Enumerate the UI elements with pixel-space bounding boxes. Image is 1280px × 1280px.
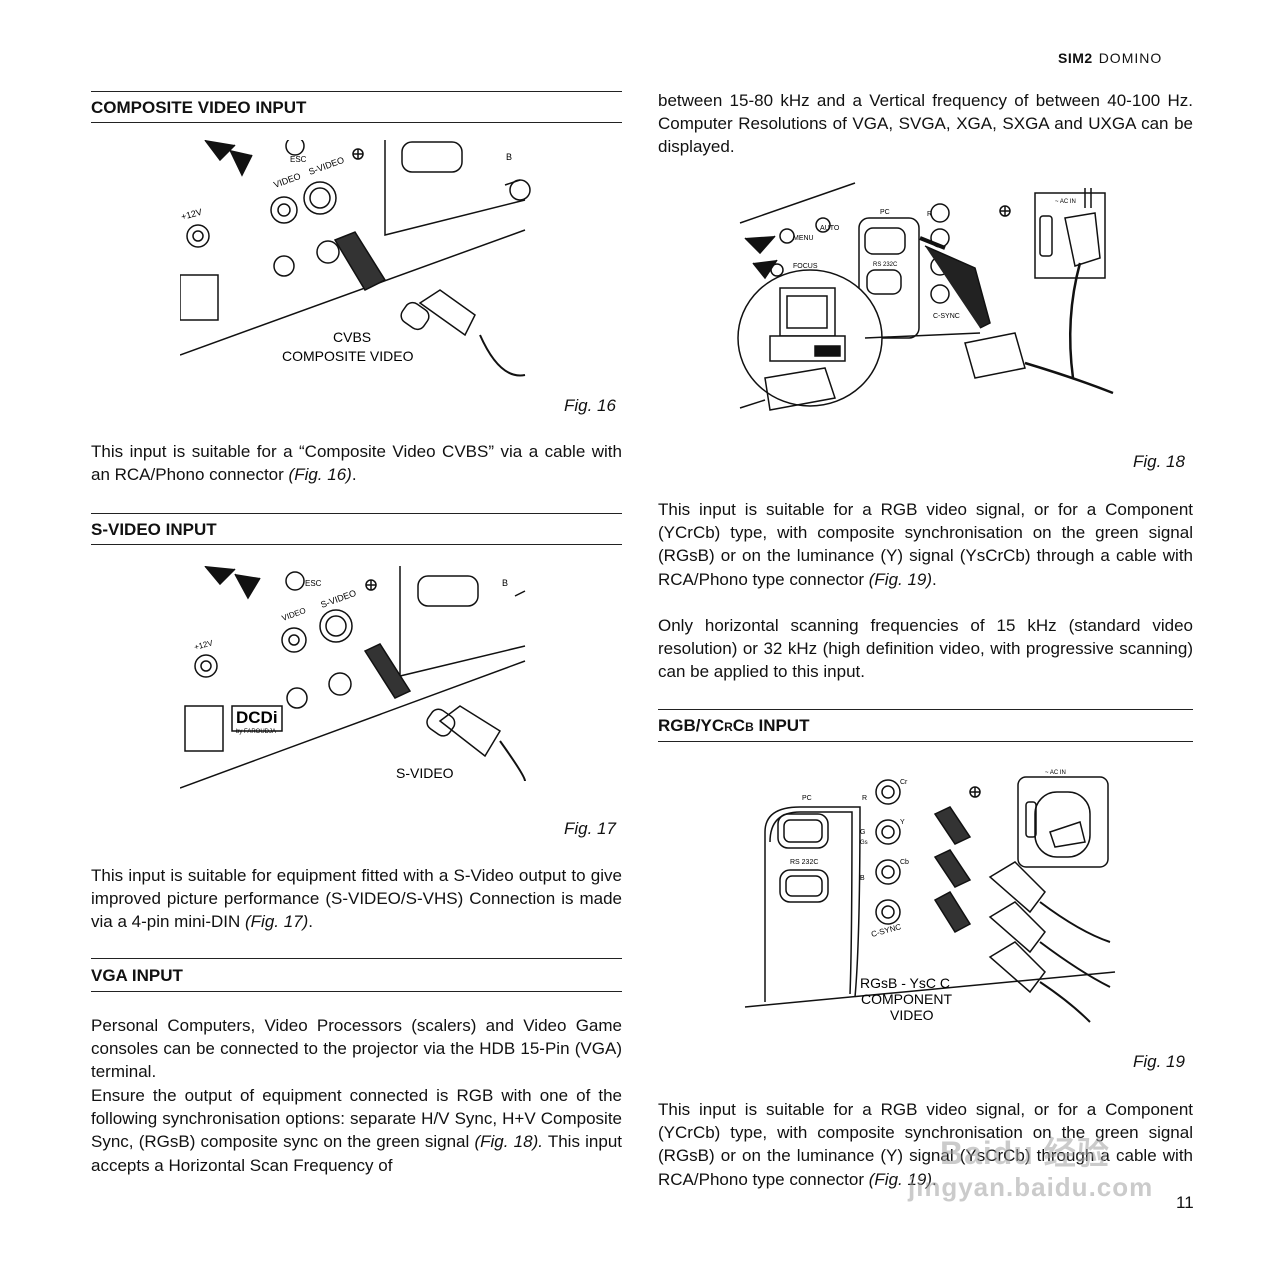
label-cr: Cr bbox=[900, 779, 908, 786]
label-auto: AUTO bbox=[820, 225, 840, 232]
section-rule-top bbox=[91, 513, 622, 514]
label-b: B bbox=[506, 152, 512, 162]
label-y: Y bbox=[900, 819, 905, 826]
product-name: DOMINO bbox=[1098, 50, 1163, 66]
figure-19-caption-line2: COMPONENT bbox=[861, 991, 952, 1007]
section-rule-top bbox=[91, 958, 622, 959]
watermark-url: jingyan.baidu.com bbox=[908, 1172, 1154, 1202]
figure-17-caption: S-VIDEO bbox=[396, 765, 454, 781]
svideo-heading: S-VIDEO INPUT bbox=[91, 520, 217, 539]
vga-description-continued: between 15-80 kHz and a Vertical frequen… bbox=[658, 91, 1193, 157]
section-rule-bottom bbox=[658, 741, 1193, 742]
label-esc: ESC bbox=[290, 155, 307, 164]
brand-logo: SIM2 DOMINO bbox=[1058, 50, 1162, 67]
figure-16-caption-line2: COMPOSITE VIDEO bbox=[282, 348, 414, 364]
figure-16-label: Fig. 16 bbox=[564, 396, 616, 415]
label-rs232c: RS 232C bbox=[790, 859, 818, 866]
section-rule-bottom bbox=[91, 544, 622, 545]
figure-16-composite: VIDEO S-VIDEO +12V ESC B CVBS COMPOSITE … bbox=[180, 140, 540, 380]
figure-19-caption-line1: RGsB - YsC C bbox=[860, 975, 950, 991]
label-b: B bbox=[860, 875, 865, 882]
label-12v: +12V bbox=[193, 638, 214, 652]
label-pc: PC bbox=[802, 795, 812, 802]
label-acin: ~ AC IN bbox=[1055, 199, 1076, 205]
label-b: B bbox=[502, 578, 508, 588]
label-12v: +12V bbox=[180, 207, 203, 222]
label-pc: PC bbox=[880, 209, 890, 216]
label-esc: ESC bbox=[305, 579, 322, 588]
figure-19-component: PC RS 232C R G Gs B Cr Y Cb C-SYNC ~ AC … bbox=[740, 762, 1120, 1027]
page-number: 11 bbox=[1176, 1193, 1194, 1212]
section-rule-bottom bbox=[91, 991, 622, 992]
label-cb: Cb bbox=[900, 859, 909, 866]
rgb-heading: RGB/YCRCB INPUT bbox=[658, 716, 810, 735]
composite-heading: COMPOSITE VIDEO INPUT bbox=[91, 98, 307, 117]
figure-17-svideo: DCDi by FAROUDJA VIDEO S-VIDEO +12V ESC … bbox=[180, 566, 540, 796]
section-rule-bottom bbox=[91, 122, 622, 123]
label-video: VIDEO bbox=[272, 171, 302, 190]
label-acin: ~ AC IN bbox=[1045, 770, 1066, 776]
section-rule-top bbox=[658, 709, 1193, 710]
rgb-description-3: This input is suitable for a RGB video s… bbox=[658, 1100, 1193, 1189]
label-r: R bbox=[927, 211, 932, 218]
figure-17-label: Fig. 17 bbox=[564, 819, 616, 838]
figure-16-caption-line1: CVBS bbox=[333, 329, 371, 345]
label-rs232c: RS 232C bbox=[873, 262, 898, 268]
vga-description-2: Ensure the output of equipment connected… bbox=[91, 1086, 622, 1175]
watermark-logo: Baidu 经验 bbox=[940, 1135, 1110, 1171]
figure-18-label: Fig. 18 bbox=[1133, 452, 1185, 471]
rgb-description-1: This input is suitable for a RGB video s… bbox=[658, 500, 1193, 589]
rgb-description-2: Only horizontal scanning frequencies of … bbox=[658, 616, 1193, 682]
label-csync: C-SYNC bbox=[870, 922, 902, 939]
label-g: G bbox=[860, 829, 865, 836]
figure-19-label: Fig. 19 bbox=[1133, 1052, 1185, 1071]
faroudja-label: by FAROUDJA bbox=[236, 729, 276, 735]
svideo-description: This input is suitable for equipment fit… bbox=[91, 866, 622, 932]
figure-18-vga: MENU AUTO FOCUS PC RS 232C R C-SYNC ~ AC… bbox=[735, 178, 1115, 418]
section-rule-top bbox=[91, 91, 622, 92]
label-r: R bbox=[862, 795, 867, 802]
vga-heading: VGA INPUT bbox=[91, 966, 183, 985]
label-gs: Gs bbox=[860, 840, 868, 846]
dcdi-logo: DCDi bbox=[236, 708, 278, 727]
label-focus: FOCUS bbox=[793, 263, 818, 270]
figure-19-caption-line3: VIDEO bbox=[890, 1007, 934, 1023]
label-menu: MENU bbox=[793, 235, 814, 242]
label-csync: C-SYNC bbox=[933, 313, 960, 320]
brand-name: SIM2 bbox=[1058, 50, 1093, 66]
composite-description: This input is suitable for a “Composite … bbox=[91, 442, 622, 485]
label-svideo: S-VIDEO bbox=[319, 588, 357, 610]
vga-description-1: Personal Computers, Video Processors (sc… bbox=[91, 1016, 622, 1082]
label-video: VIDEO bbox=[281, 606, 307, 623]
label-svideo: S-VIDEO bbox=[307, 155, 345, 177]
